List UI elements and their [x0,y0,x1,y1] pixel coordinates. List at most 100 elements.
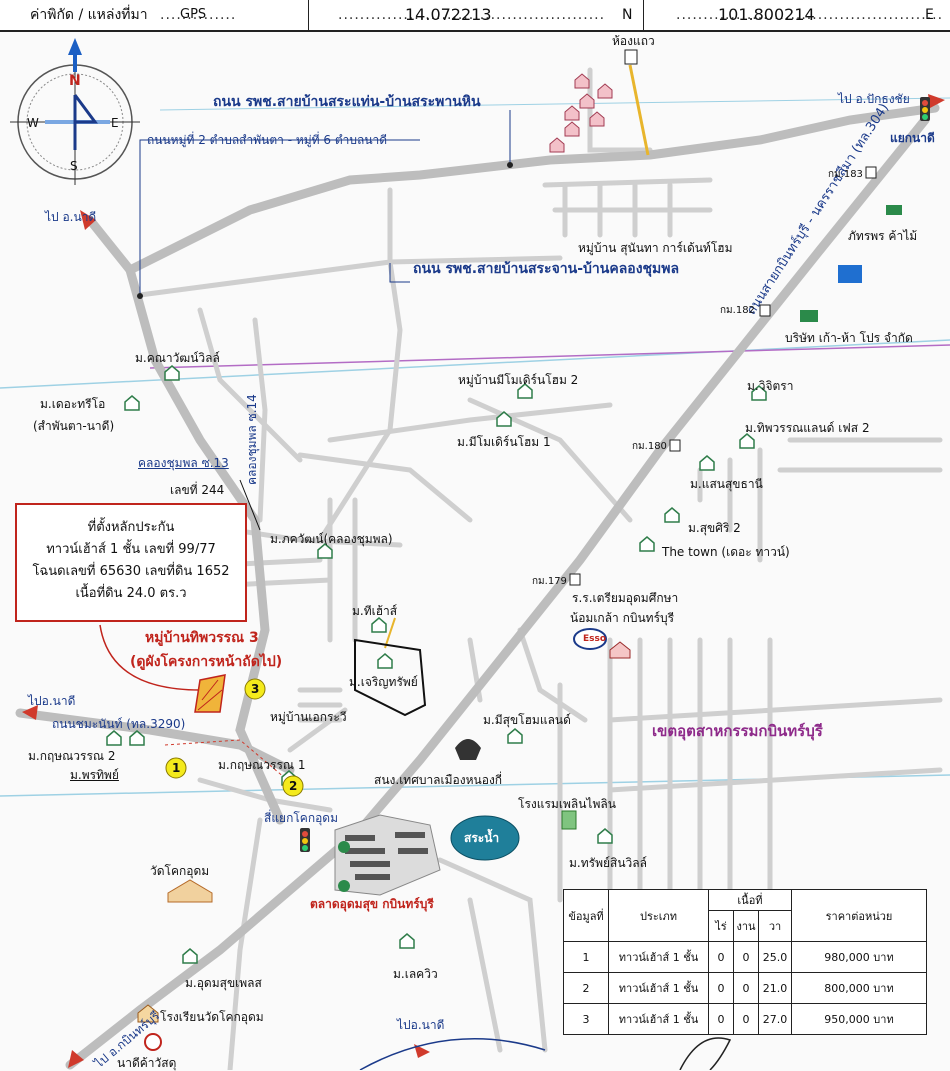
place-company: บริษัท เก้า-ห้า โปร จำกัด [785,331,913,345]
location-map [0,38,950,1070]
place-misuk: ม.มีสุขโฮมแลนด์ [483,713,571,727]
marker-1 [165,757,187,779]
subject-property-hatch [197,679,223,711]
cell-type: ทาวน์เฮ้าส์ 1 ชั้น [608,941,709,973]
place-thetown: The town (เดอะ ทาวน์) [662,545,790,559]
place-km182: กม.182 [720,305,755,316]
ngv-station-icon [838,265,862,283]
cell-rai: 0 [708,972,734,1004]
place-hongthaeo: ห้องแถว [612,34,655,48]
source-dots: .............. [160,7,237,23]
place-saensuk: ม.แสนสุขธานี [690,477,763,491]
cell-rai: 0 [708,941,734,973]
place-post: นาดีค้าวัสดุ [117,1056,177,1070]
main-roads [15,103,940,1070]
cell-type: ทาวน์เฮ้าส์ 1 ชั้น [608,1003,709,1035]
pond [450,815,520,861]
place-industrial: เขตอุตสาหกรรมกบินทร์บุรี [652,722,823,740]
data-markers [165,678,304,797]
soi-14-label: คลองชุมพล ซ.14 [245,394,259,485]
ptt-station-icon [144,1033,162,1051]
marker-2-label: 2 [289,779,298,793]
place-kritsana2: ม.กฤษณวรรณ 2 [28,749,116,763]
traffic-light-icon [300,828,310,852]
road-node [507,162,513,168]
place-sapsin: ม.ทรัพย์สินวิลล์ [569,856,647,870]
info-line-3: โฉนดเลขที่ 65630 เลขที่ดิน 1652 [32,564,230,579]
compass-west: W [27,116,39,130]
latitude-value: 14.072213 [405,5,492,24]
boundary-line [149,344,950,369]
place-theotree-sub: (สำพันตา-นาดี) [33,419,115,433]
marker-1-label: 1 [172,761,181,775]
place-khanawat: ม.คณาวัฒน์วิลล์ [135,351,220,365]
place-tipawan3-note: (ดูผังโครงการหน้าถัดไป) [130,654,283,670]
road-node [137,293,143,299]
place-km183: กม.183 [828,169,863,180]
lat-suffix: N [622,7,633,23]
cell-ngan: 0 [733,1003,759,1035]
place-pakwan: ม.ภควัฒน์(คลองชุมพล) [270,532,393,546]
village-icons [106,365,767,964]
place-school: ร.ร.เตรียมอุดมศึกษา [572,591,679,605]
place-km179: กม.179 [532,576,567,587]
compass-north: N [69,73,81,89]
table-row: 2 ทาวน์เฮ้าส์ 1 ชั้น 0 0 21.0 800,000 บา… [563,972,927,1004]
road-label-2: ถนนหมู่ที่ 2 ตำบลสำพันตา - หมู่ที่ 6 ตำบ… [147,133,388,147]
place-market: ตลาดอุดมสุข กบินทร์บุรี [310,897,434,911]
callout-arc [99,624,201,691]
info-line-4: เนื้อที่ดิน 24.0 ตร.ว [75,586,187,601]
place-ekrawee: หมู่บ้านเอกระวี [270,710,347,724]
source-value: GPS [180,7,207,22]
municipal-emblem-icon [455,739,481,760]
place-sunanta: หมู่บ้าน สุนันทา การ์เด้นท์โฮม [578,241,733,255]
cell-type: ทาวน์เฮ้าส์ 1 ชั้น [608,972,709,1004]
route-dashes [164,739,286,779]
compass-south: S [70,159,78,173]
place-esso: Esso [583,634,607,644]
place-mimodern2: หมู่บ้านมีโมเดิร์นโฮม 2 [458,373,579,387]
place-tippawan-land: ม.ทิพวรรณแลนด์ เฟส 2 [745,421,870,435]
cell-price: 800,000 บาท [791,972,927,1004]
cell-no: 3 [563,1003,609,1035]
access-lane [384,617,396,649]
cell-price: 980,000 บาท [791,941,927,973]
seven-eleven-icon [338,841,350,853]
canal-line [0,339,950,389]
comparables-table: ข้อมูลที่ ประเภท เนื้อที่ ราคาต่อหน่วย ไ… [563,889,927,1035]
place-tipawan3: หมู่บ้านทิพวรรณ 3 [145,630,259,646]
road-label-3290: ถนนชมะนันท์ (ทล.3290) [52,717,186,731]
north-arrow-icon [68,38,82,55]
callout-leader [239,479,261,531]
th-rai: ไร่ [708,910,734,942]
collateral-info-box: ที่ตั้งหลักประกัน ทาวน์เฮ้าส์ 1 ชั้น เลข… [15,503,247,622]
km-post-icon [569,166,877,586]
marker-3-label: 3 [251,682,260,696]
th-ngan: งาน [733,910,759,942]
place-wat: วัดโคกอุดม [150,864,210,878]
school-icon [609,641,631,659]
house-number-label: เลขที่ 244 [170,483,225,497]
factory-icon [886,205,902,215]
cell-ngan: 0 [733,941,759,973]
lake-outline [359,1038,546,1070]
place-wat-school: โรงเรียนวัดโคกอุดม [160,1010,264,1024]
place-lakeview: ม.เลควิว [393,967,438,981]
cell-no: 2 [563,972,609,1004]
th-wa: วา [758,910,792,942]
compass-east: E [111,116,119,130]
place-hotel: โรงแรมเพลินไพลิน [518,797,616,811]
place-charoensap: ม.เจริญทรัพย์ [349,675,418,689]
to-nadi-left: ไปอ.นาดี [28,694,76,708]
place-km180: กม.180 [632,441,667,452]
lon-dots: ........................................… [676,7,944,23]
place-school-sub: น้อมเกล้า กบินทร์บุรี [570,611,675,625]
longitude-value: 101.800214 [718,5,815,24]
marker-2 [282,775,304,797]
place-kritsana1: ม.กฤษณวรรณ 1 [218,758,306,772]
hotel-icon [561,810,577,830]
place-udomsuk: ม.อุดมสุขเพลส [185,976,262,990]
th-type: ประเภท [608,889,709,942]
cell-price: 950,000 บาท [791,1003,927,1035]
cell-ngan: 0 [733,972,759,1004]
